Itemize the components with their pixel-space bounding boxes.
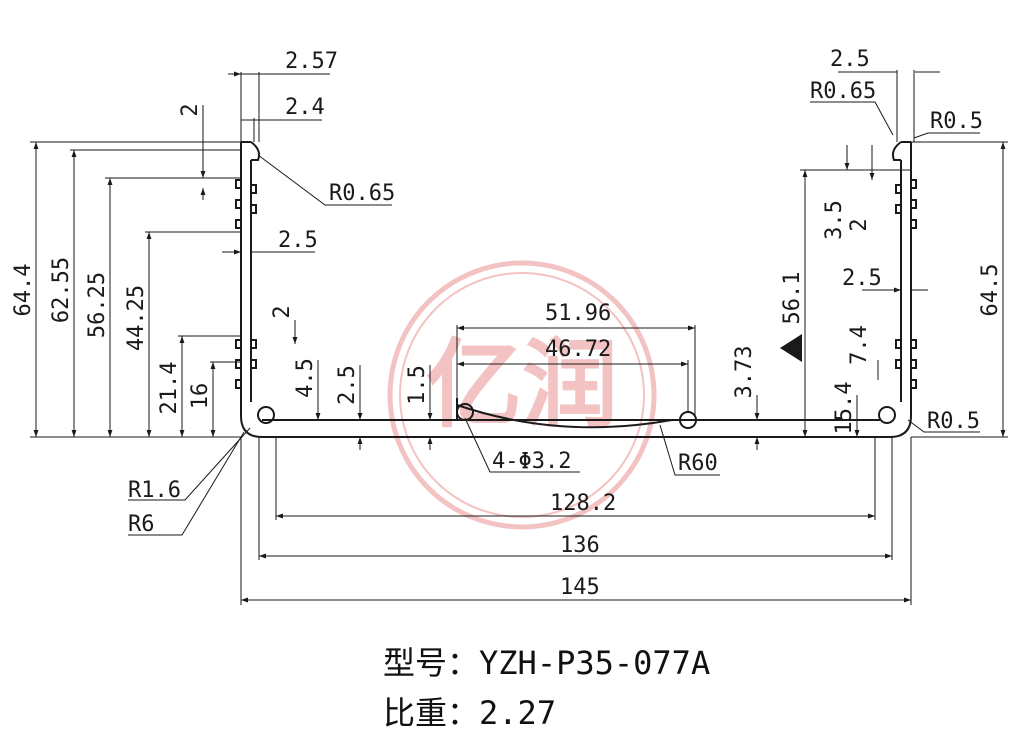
dim-r0-65-left: R0.65 bbox=[329, 181, 395, 206]
leader-lines bbox=[128, 101, 980, 536]
dim-holes: 4-Φ3.2 bbox=[492, 449, 571, 474]
dim-64-4: 64.4 bbox=[11, 264, 36, 317]
dim-2-5-left: 2.5 bbox=[278, 228, 318, 253]
dim-2-4: 2.4 bbox=[285, 95, 325, 120]
dim-1-5: 1.5 bbox=[405, 365, 430, 405]
dim-62-55: 62.55 bbox=[49, 257, 74, 323]
dim-4-5: 4.5 bbox=[293, 358, 318, 398]
dim-145: 145 bbox=[560, 575, 600, 600]
density-label: 比重： bbox=[383, 694, 480, 732]
dim-2-top: 2 bbox=[178, 103, 203, 116]
dim-136: 136 bbox=[560, 533, 600, 558]
dim-r60: R60 bbox=[678, 451, 718, 476]
dim-128-2: 128.2 bbox=[550, 491, 616, 516]
dim-56-1: 56.1 bbox=[780, 272, 805, 325]
dim-r6: R6 bbox=[128, 512, 155, 537]
model-line: 型号：YZH-P35-077A bbox=[383, 638, 710, 684]
dimension-lines bbox=[33, 71, 1006, 603]
dim-2-right: 2 bbox=[847, 218, 872, 231]
dim-r0-5-top: R0.5 bbox=[930, 109, 983, 134]
dim-56-25: 56.25 bbox=[85, 272, 110, 338]
dim-2-5-top-right: 2.5 bbox=[830, 47, 870, 72]
dim-2-5-right: 2.5 bbox=[842, 266, 882, 291]
dim-3-73: 3.73 bbox=[732, 346, 757, 399]
dim-3-5: 3.5 bbox=[822, 200, 847, 240]
dim-44-25: 44.25 bbox=[124, 285, 149, 351]
dim-51-96: 51.96 bbox=[545, 301, 611, 326]
dim-r0-65-right: R0.65 bbox=[810, 79, 876, 104]
dim-46-72: 46.72 bbox=[545, 337, 611, 362]
dim-r0-5-bottom: R0.5 bbox=[927, 409, 980, 434]
dim-16: 16 bbox=[188, 383, 213, 410]
model-value: YZH-P35-077A bbox=[479, 644, 711, 682]
dim-2-mid: 2 bbox=[270, 305, 295, 318]
dim-64-5: 64.5 bbox=[978, 264, 1003, 317]
section-marker-icon bbox=[780, 334, 802, 362]
dim-2-5-bottom: 2.5 bbox=[335, 365, 360, 405]
density-value: 2.27 bbox=[479, 694, 557, 732]
dim-15-4: 15.4 bbox=[832, 382, 857, 435]
density-line: 比重：2.27 bbox=[383, 688, 556, 734]
profile-outline bbox=[235, 141, 917, 438]
model-label: 型号： bbox=[383, 644, 480, 682]
dim-2-57: 2.57 bbox=[285, 49, 338, 74]
dim-21-4: 21.4 bbox=[157, 362, 182, 415]
dimension-labels: 2.57 2.4 R0.65 2.5 2.5 R0.65 R0.5 R0.5 2… bbox=[11, 47, 1003, 600]
dim-7-4: 7.4 bbox=[847, 325, 872, 365]
dim-r1-6: R1.6 bbox=[128, 478, 181, 503]
